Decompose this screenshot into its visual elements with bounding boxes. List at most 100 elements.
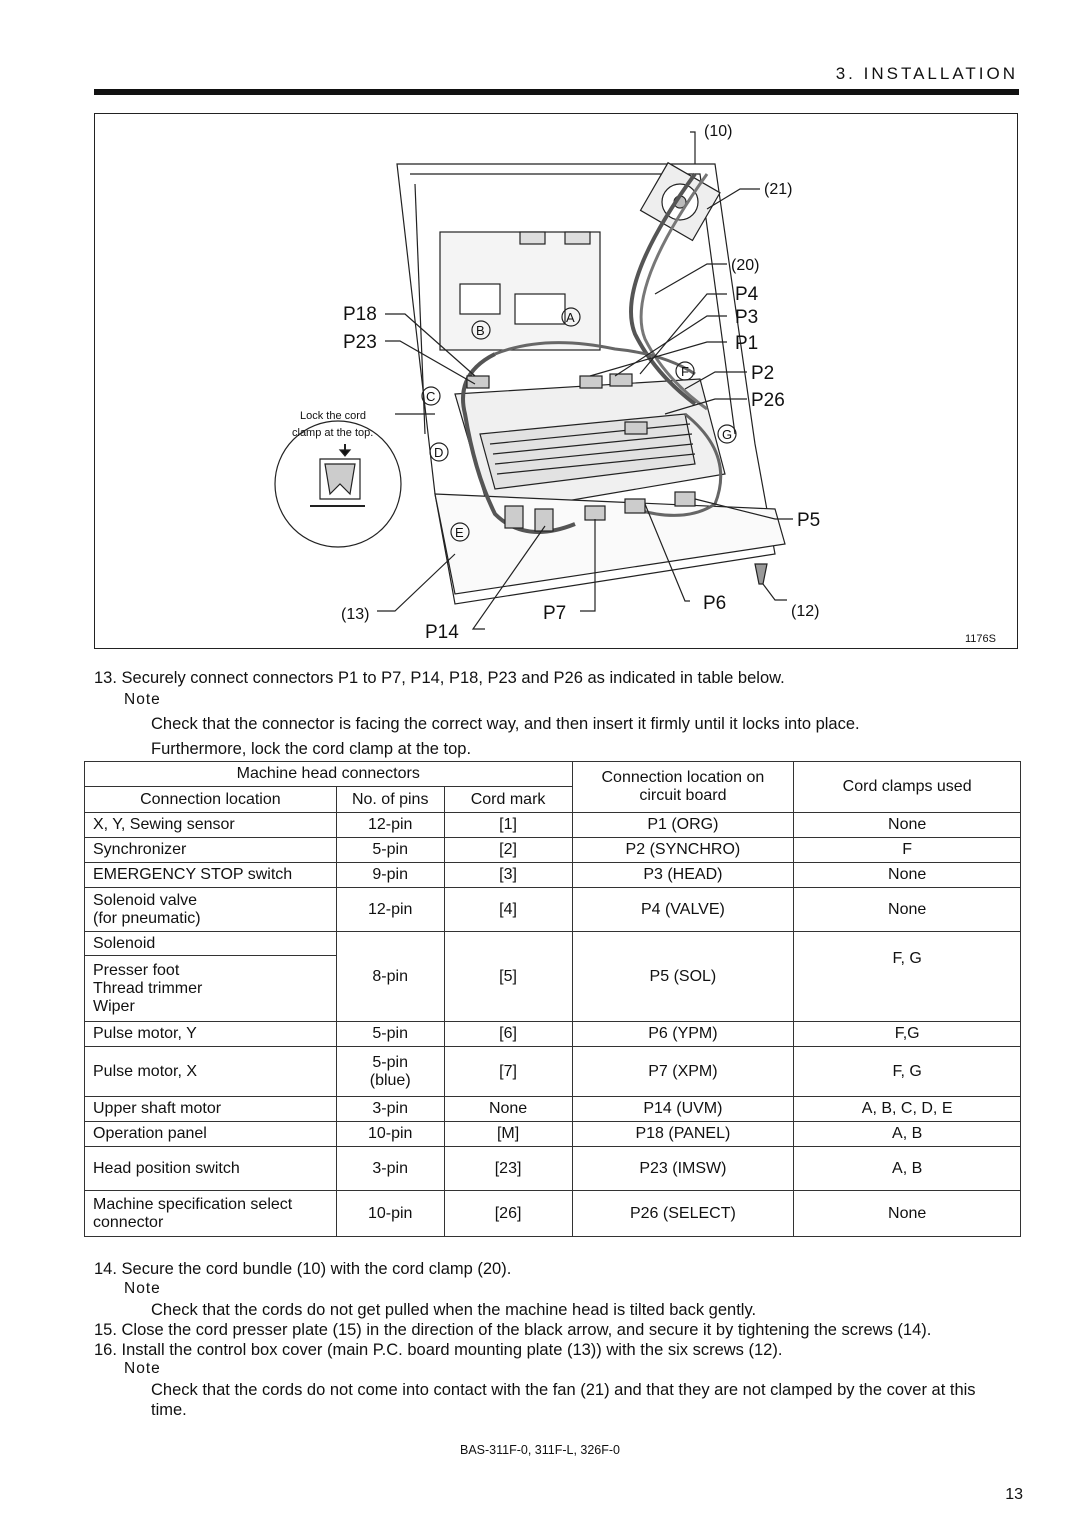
clamp-d: D <box>434 445 443 460</box>
header-location: Connection location <box>84 786 337 813</box>
cell-pins: 12-pin <box>335 812 445 838</box>
cell-clamps: F,G <box>793 1021 1021 1047</box>
lock-note-line2: clamp at the top. <box>292 427 373 439</box>
cell-location-line2: Presser foot <box>93 961 180 979</box>
cell-pins: 5-pin <box>335 837 445 863</box>
label-p26: P26 <box>751 390 785 411</box>
cell-clamps: None <box>793 887 1021 932</box>
cell-mark: [23] <box>443 1146 573 1191</box>
header-rule <box>94 89 1019 95</box>
cell-location: Solenoid valve (for pneumatic) <box>84 887 337 932</box>
cell-location: Head position switch <box>84 1146 337 1191</box>
clamp-e: E <box>455 525 464 540</box>
section-title: 3. INSTALLATION <box>835 64 1018 83</box>
step-14-text: 14. Secure the cord bundle (10) with the… <box>94 1260 512 1278</box>
label-p5: P5 <box>797 510 820 531</box>
cell-mark: [6] <box>443 1021 573 1047</box>
cell-board: P18 (PANEL) <box>571 1121 795 1147</box>
table-row: Solenoid 8-pin [5] P5 (SOL) F, G <box>84 931 1021 1022</box>
cell-board: P7 (XPM) <box>571 1046 795 1097</box>
cell-mark: [4] <box>443 887 573 932</box>
cell-board: P1 (ORG) <box>571 812 795 838</box>
clamp-g: G <box>722 427 732 442</box>
cell-location: Pulse motor, Y <box>84 1021 337 1047</box>
cell-mark: [2] <box>443 837 573 863</box>
table-row: Presser foot Thread trimmer Wiper <box>84 955 1021 1022</box>
header-board-line1: Connection location on <box>601 769 765 786</box>
connector-table: Machine head connectors Connection locat… <box>84 761 1021 1237</box>
step-13-note-label: Note <box>124 691 161 708</box>
cell-location-line1: Machine specification select <box>93 1195 293 1213</box>
step-16-text: 16. Install the control box cover (main … <box>94 1341 783 1359</box>
cell-clamps: F <box>793 837 1021 863</box>
cell-location: Operation panel <box>84 1121 337 1147</box>
header-board: Connection location on circuit board <box>571 761 795 813</box>
callout-21: (21) <box>764 181 792 198</box>
cell-location: Synchronizer <box>84 837 337 863</box>
cell-pins: 3-pin <box>335 1146 445 1191</box>
cell-location: Upper shaft motor <box>84 1096 337 1122</box>
control-box-diagram: (10) (21) (20) P4 P3 P1 P2 P26 P5 P6 P7 … <box>274 123 996 645</box>
cell-location: Pulse motor, X <box>84 1046 337 1097</box>
callout-13: (13) <box>341 606 369 623</box>
table-row: Upper shaft motor 3-pin None P14 (UVM) A… <box>84 1096 1021 1122</box>
cell-clamps: F, G <box>793 931 1021 1022</box>
cell-mark: [M] <box>443 1121 573 1147</box>
step-16-note-label: Note <box>124 1360 161 1377</box>
cell-location: Machine specification select connector <box>84 1190 337 1237</box>
cell-mark: [26] <box>443 1190 573 1237</box>
cell-clamps: None <box>793 1190 1021 1237</box>
label-p2: P2 <box>751 363 774 384</box>
cell-clamps: A, B <box>793 1121 1021 1147</box>
label-p14: P14 <box>425 622 459 643</box>
cell-pins-line2: (blue) <box>369 1071 411 1089</box>
label-p3: P3 <box>735 307 758 328</box>
cell-pins: 8-pin <box>335 931 445 1022</box>
cell-location-line2: (for pneumatic) <box>93 909 201 927</box>
cell-location: Solenoid <box>84 931 337 956</box>
cell-pins: 10-pin <box>335 1121 445 1147</box>
header-mark: Cord mark <box>443 786 573 813</box>
clamp-c: C <box>426 389 435 404</box>
cell-location-line1: Solenoid valve <box>93 891 198 909</box>
cell-clamps: A, B <box>793 1146 1021 1191</box>
label-p1: P1 <box>735 333 758 354</box>
step-14-note-label: Note <box>124 1280 161 1297</box>
installation-figure: (10) (21) (20) P4 P3 P1 P2 P26 P5 P6 P7 … <box>94 113 1018 649</box>
step-13-text: 13. Securely connect connectors P1 to P7… <box>94 669 785 687</box>
cell-clamps: None <box>793 812 1021 838</box>
lock-note-line1: Lock the cord <box>300 410 366 422</box>
step-13-note-line2: Furthermore, lock the cord clamp at the … <box>151 740 472 758</box>
label-p18: P18 <box>343 304 377 325</box>
cell-clamps: F, G <box>793 1046 1021 1097</box>
cell-board: P4 (VALVE) <box>571 887 795 932</box>
figure-id: 1176S <box>965 633 996 645</box>
cell-pins: 3-pin <box>335 1096 445 1122</box>
cell-board: P2 (SYNCHRO) <box>571 837 795 863</box>
header-group: Machine head connectors <box>84 761 573 787</box>
label-p6: P6 <box>703 593 726 614</box>
page-number: 13 <box>1005 1486 1023 1503</box>
table-row: Head position switch 3-pin [23] P23 (IMS… <box>84 1146 1021 1191</box>
cell-board: P23 (IMSW) <box>571 1146 795 1191</box>
cell-location-line3: Thread trimmer <box>93 979 203 997</box>
table-row: Operation panel 10-pin [M] P18 (PANEL) A… <box>84 1121 1021 1147</box>
header-pins: No. of pins <box>335 786 445 813</box>
table-row: Solenoid valve (for pneumatic) 12-pin [4… <box>84 887 1021 932</box>
cell-location: Presser foot Thread trimmer Wiper <box>84 955 337 1022</box>
cell-board: P26 (SELECT) <box>571 1190 795 1237</box>
clamp-a: A <box>566 310 575 325</box>
cell-mark: [1] <box>443 812 573 838</box>
cell-pins: 5-pin (blue) <box>335 1046 445 1097</box>
table-row: Pulse motor, X 5-pin (blue) [7] P7 (XPM)… <box>84 1046 1021 1097</box>
label-p4: P4 <box>735 284 759 305</box>
cell-board: P6 (YPM) <box>571 1021 795 1047</box>
table-header-row: Connection location No. of pins Cord mar… <box>84 786 1021 813</box>
header-board-line2: circuit board <box>639 787 727 804</box>
step-14-note: Check that the cords do not get pulled w… <box>151 1301 757 1319</box>
cell-pins: 12-pin <box>335 887 445 932</box>
cell-board: P3 (HEAD) <box>571 862 795 888</box>
step-13-note-line1: Check that the connector is facing the c… <box>151 715 860 733</box>
cell-clamps: A, B, C, D, E <box>793 1096 1021 1122</box>
cell-clamps: None <box>793 862 1021 888</box>
